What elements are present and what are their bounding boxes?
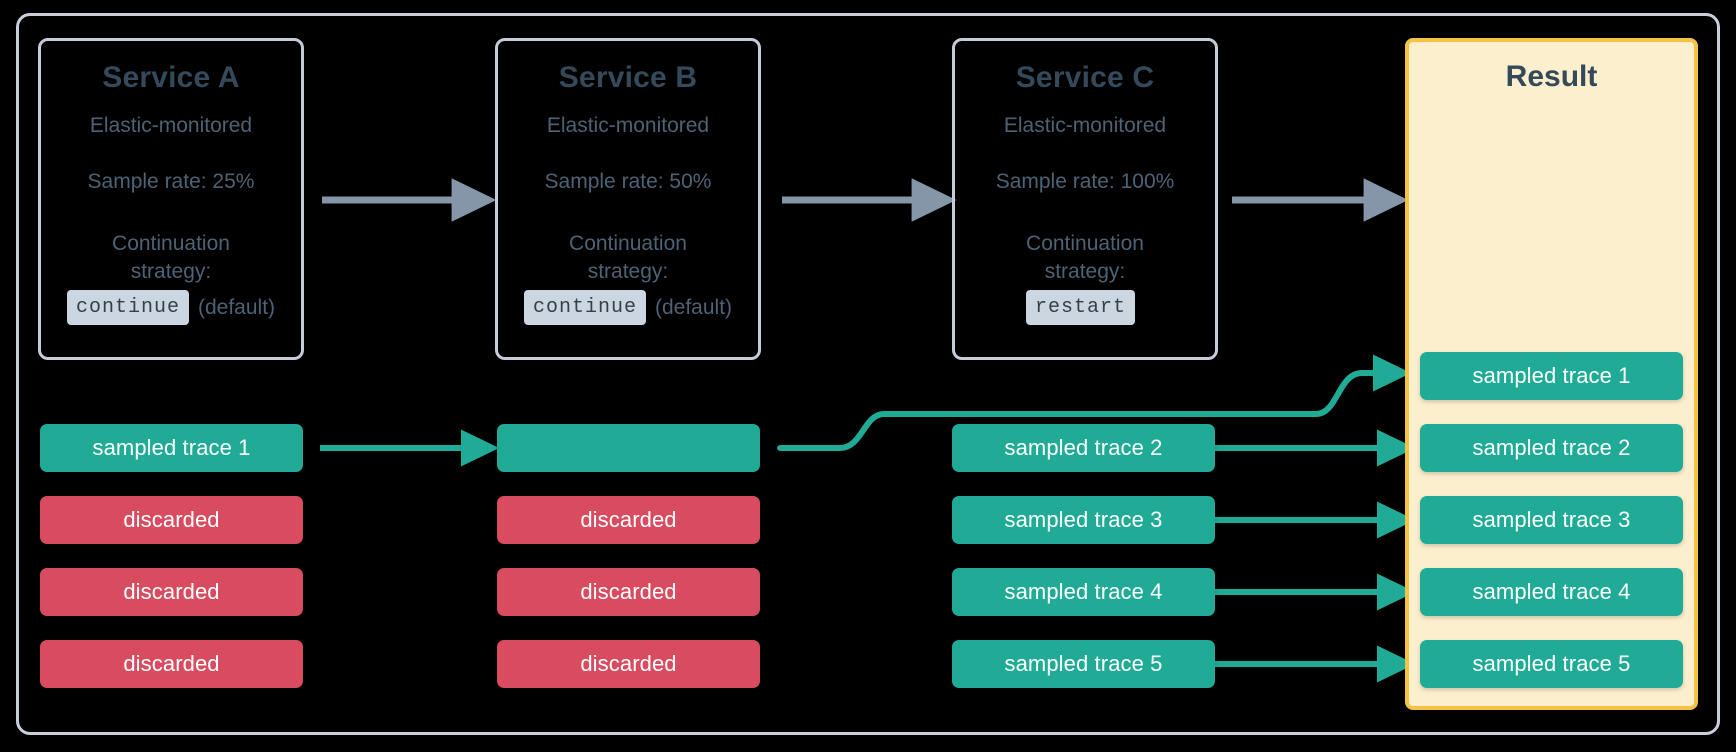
trace-chip-a-3[interactable]: discarded xyxy=(40,568,303,616)
service-b-monitored: Elastic-monitored xyxy=(546,114,710,137)
service-b-strategy-label-2: strategy: xyxy=(587,259,669,283)
service-a-monitored: Elastic-monitored xyxy=(89,114,253,137)
result-chip-4[interactable]: sampled trace 4 xyxy=(1420,568,1683,616)
service-b-strategy-label-1: Continuation xyxy=(569,231,687,255)
service-a-sample-rate: Sample rate: 25% xyxy=(87,170,255,194)
service-c-strategy-label-2: strategy: xyxy=(1044,259,1126,283)
service-c-monitored: Elastic-monitored xyxy=(1003,114,1167,137)
service-card-c[interactable]: Service C Elastic-monitored Sample rate:… xyxy=(952,38,1218,360)
service-c-sample-rate: Sample rate: 100% xyxy=(995,170,1175,194)
trace-chip-b-1[interactable] xyxy=(497,424,760,472)
service-b-strategy-note: (default) xyxy=(654,295,733,319)
service-a-strategy-label-1: Continuation xyxy=(112,231,230,255)
trace-chip-b-2[interactable]: discarded xyxy=(497,496,760,544)
result-chip-3[interactable]: sampled trace 3 xyxy=(1420,496,1683,544)
trace-chip-a-2[interactable]: discarded xyxy=(40,496,303,544)
result-chip-5[interactable]: sampled trace 5 xyxy=(1420,640,1683,688)
service-c-strategy-value: restart xyxy=(1025,290,1135,326)
trace-chip-a-1[interactable]: sampled trace 1 xyxy=(40,424,303,472)
teal-curve-b1-to-result1 xyxy=(777,354,1412,451)
service-a-title: Service A xyxy=(102,61,240,94)
trace-chip-b-3[interactable]: discarded xyxy=(497,568,760,616)
result-title: Result xyxy=(1505,60,1598,93)
service-b-sample-rate: Sample rate: 50% xyxy=(544,170,712,194)
result-chip-2[interactable]: sampled trace 2 xyxy=(1420,424,1683,472)
trace-chip-a-4[interactable]: discarded xyxy=(40,640,303,688)
trace-chip-c-2[interactable]: sampled trace 3 xyxy=(952,496,1215,544)
trace-chip-c-4[interactable]: sampled trace 5 xyxy=(952,640,1215,688)
service-card-b[interactable]: Service B Elastic-monitored Sample rate:… xyxy=(495,38,761,360)
service-a-strategy-value: continue xyxy=(66,290,189,326)
service-c-title: Service C xyxy=(1015,61,1155,94)
service-a-strategy-label-2: strategy: xyxy=(130,259,212,283)
service-card-a[interactable]: Service A Elastic-monitored Sample rate:… xyxy=(38,38,304,360)
service-b-title: Service B xyxy=(558,61,698,94)
result-chip-1[interactable]: sampled trace 1 xyxy=(1420,352,1683,400)
trace-chip-c-1[interactable]: sampled trace 2 xyxy=(952,424,1215,472)
trace-chip-c-3[interactable]: sampled trace 4 xyxy=(952,568,1215,616)
service-a-strategy-note: (default) xyxy=(197,295,276,319)
service-b-strategy-value: continue xyxy=(523,290,646,326)
trace-chip-b-4[interactable]: discarded xyxy=(497,640,760,688)
service-c-strategy-label-1: Continuation xyxy=(1026,231,1144,255)
